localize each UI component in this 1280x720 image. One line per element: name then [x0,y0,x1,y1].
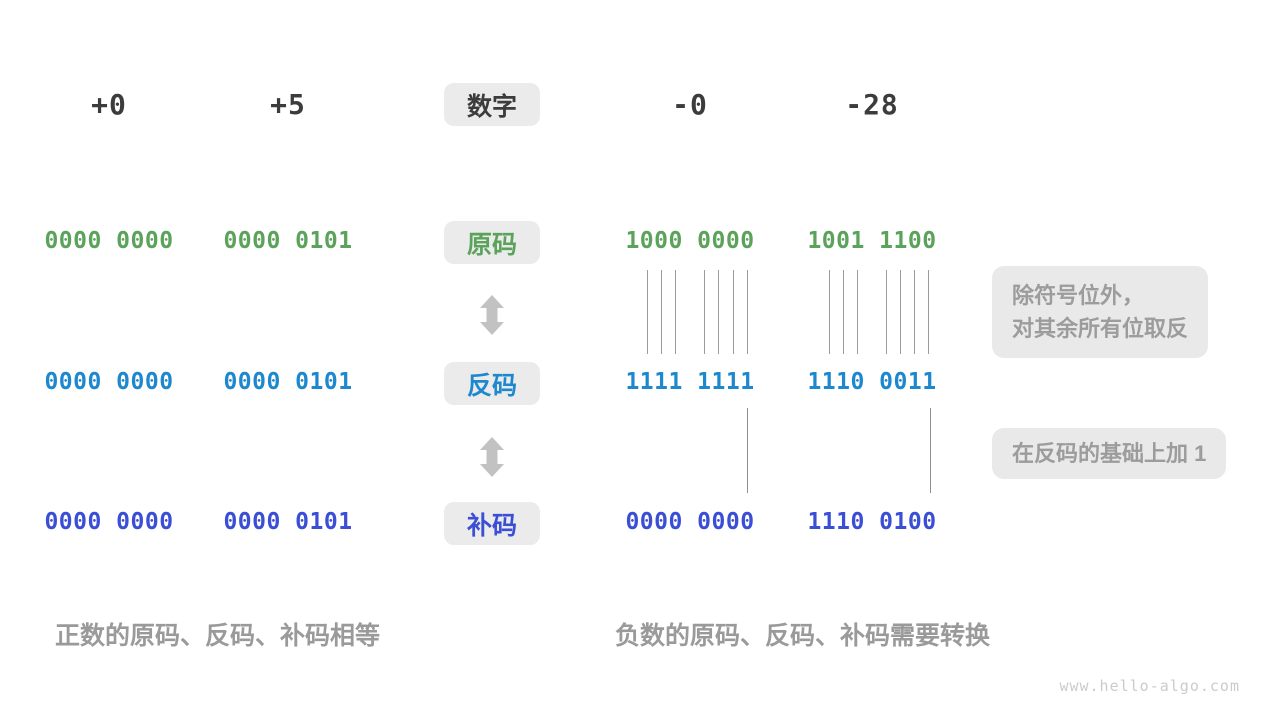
twos-complement-minus-0: 0000 0000 [625,509,755,535]
note-flip-bits: 除符号位外， 对其余所有位取反 [992,266,1209,358]
updown-double-arrow-icon [480,295,504,335]
ones-complement-minus-28: 1110 0011 [807,369,937,395]
note-add-one: 在反码的基础上加 1 [992,428,1227,479]
number-plus-0: +0 [91,88,127,121]
note-flip-bits-line2: 对其余所有位取反 [1012,316,1189,341]
twos-complement-minus-28: 1110 0100 [807,509,937,535]
twos-complement-plus-0: 0000 0000 [44,509,174,535]
updown-double-arrow-icon [480,437,504,477]
bit-flip-lines-minus-28 [829,270,929,354]
add-one-line-minus-28 [930,408,931,493]
number-minus-0: -0 [672,88,708,121]
sign-magnitude-minus-28: 1001 1100 [807,228,937,254]
bit-flip-lines-minus-0 [647,270,748,354]
caption-positive-numbers: 正数的原码、反码、补码相等 [55,622,381,650]
note-flip-bits-line1: 除符号位外， [1012,283,1145,308]
sign-magnitude-minus-0: 1000 0000 [625,228,755,254]
ones-complement-plus-5: 0000 0101 [223,369,353,395]
sign-magnitude-plus-0: 0000 0000 [44,228,174,254]
watermark-hello-algo: www.hello-algo.com [1059,677,1240,695]
caption-negative-numbers: 负数的原码、反码、补码需要转换 [615,622,991,650]
badge-twos-complement: 补码 [444,502,540,545]
number-minus-28: -28 [845,88,899,121]
ones-complement-plus-0: 0000 0000 [44,369,174,395]
ones-complement-minus-0: 1111 1111 [625,369,755,395]
badge-ones-complement: 反码 [444,362,540,405]
sign-magnitude-plus-5: 0000 0101 [223,228,353,254]
twos-complement-plus-5: 0000 0101 [223,509,353,535]
badge-number: 数字 [444,83,540,126]
number-plus-5: +5 [270,88,306,121]
add-one-line-minus-0 [747,408,748,493]
badge-sign-magnitude: 原码 [444,221,540,264]
